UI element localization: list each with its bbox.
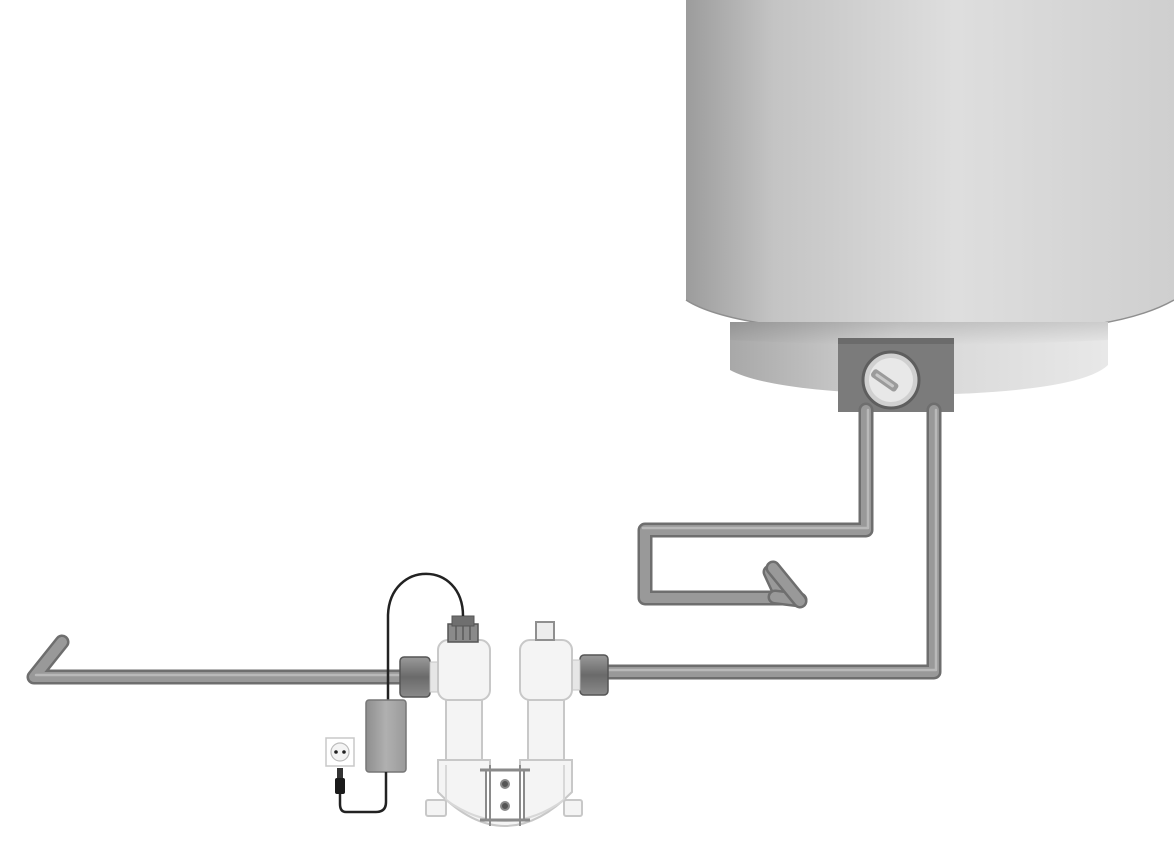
hot-outlet-pipe-end [765,560,808,609]
mains-pipe-left [26,634,418,685]
plug-icon [335,768,345,794]
hot-outlet-pipe [637,402,874,606]
pipe-fitting-right [569,654,609,696]
dial-icon [861,350,921,410]
uv-power-cable [386,572,465,700]
uv-chamber-cap [535,621,555,641]
uv-lamp-cap [447,615,479,643]
mounting-bracket [480,765,530,826]
uv-sterilizer-unit [425,639,583,827]
pipe-fitting-left [399,656,441,698]
plug-cable [338,772,388,814]
cold-inlet-pipe [592,402,942,680]
wall-socket-icon [325,737,355,767]
water-heater-tank [685,0,1174,331]
power-adapter-icon [365,699,407,773]
